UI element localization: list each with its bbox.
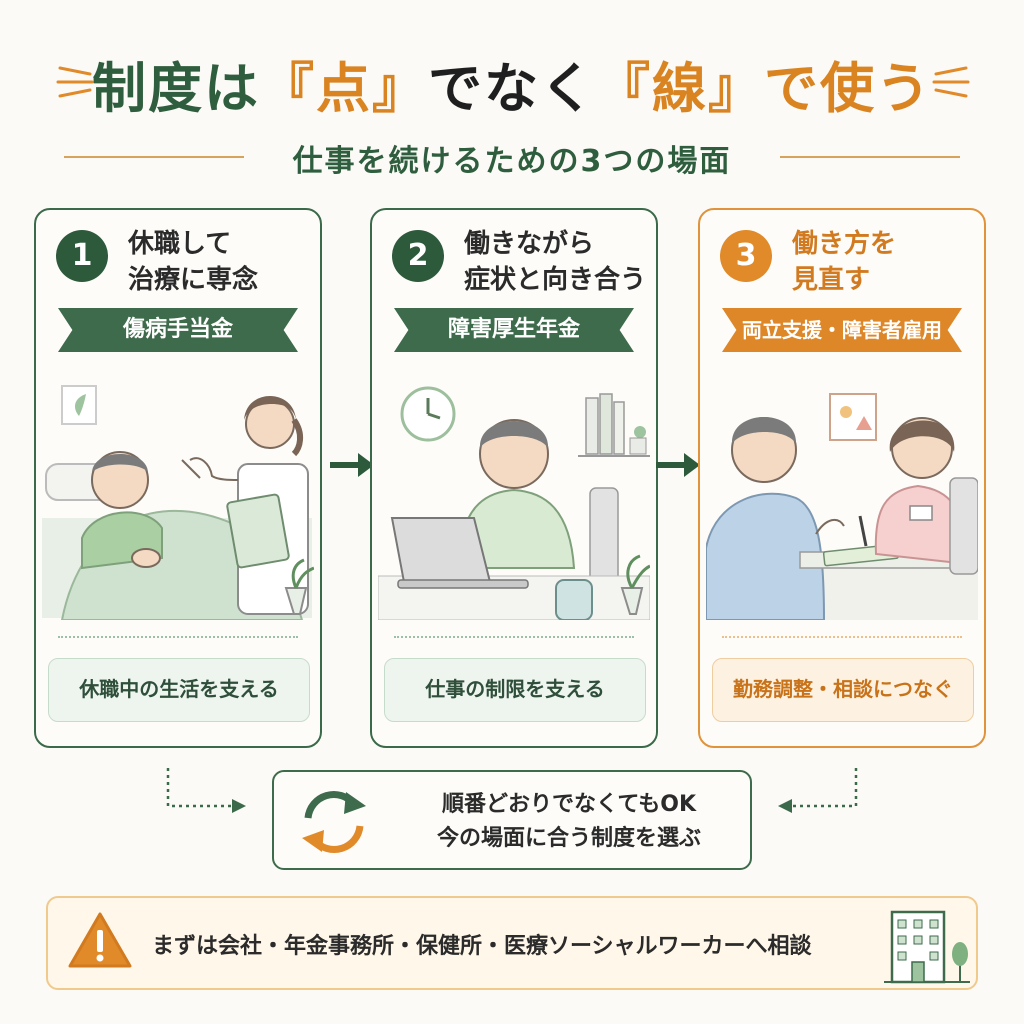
man-at-laptop-illustration-icon (378, 386, 650, 620)
title-part: で使う (764, 57, 932, 120)
scene-card-1: 1 休職して 治療に専念 傷病手当金 休職中の生活を支える (34, 208, 322, 748)
flexible-order-text: 順番どおりでなくてもOK 今の場面に合う制度を選ぶ (394, 788, 744, 856)
step-number-badge: 3 (720, 230, 772, 282)
card-divider (722, 636, 962, 638)
subtitle-rule-right (780, 156, 960, 158)
notice-text: まずは会社・年金事務所・保健所・医療ソーシャルワーカーへ相談 (152, 934, 812, 959)
card-title-line: 症状と向き合う (464, 265, 647, 295)
right-arrow-icon (330, 453, 374, 477)
card-title-line: 働きながら (464, 229, 595, 259)
system-ribbon: 両立支援・障害者雇用 (722, 308, 962, 352)
step-number-badge: 2 (392, 230, 444, 282)
card-footer-box: 仕事の制限を支える (384, 658, 646, 722)
patient-in-bed-illustration-icon (42, 385, 314, 620)
consultation-notice: まずは会社・年金事務所・保健所・医療ソーシャルワーカーへ相談 (46, 896, 978, 990)
scene-card-3: 3 働き方を 見直す 両立支援・障害者雇用 勤務調整・相談につなぐ (698, 208, 986, 748)
card-title: 働き方を 見直す (792, 226, 982, 298)
title-part: 『点』 (260, 57, 428, 120)
system-ribbon: 傷病手当金 (58, 308, 298, 352)
flexible-order-line: 順番どおりでなくてもOK (442, 792, 696, 817)
title-part: 制度は (92, 57, 260, 120)
right-arrow-icon (656, 453, 700, 477)
page-title: 制度は『点』でなく『線』で使う (0, 44, 1024, 123)
dotted-arrow-left-icon (166, 768, 246, 813)
title-part: 『線』 (596, 57, 764, 120)
dotted-arrow-right-icon (778, 768, 858, 813)
card-footer-box: 勤務調整・相談につなぐ (712, 658, 974, 722)
card-title-line: 休職して (128, 229, 232, 259)
warning-icon (68, 912, 132, 968)
flexible-order-box: 順番どおりでなくてもOK 今の場面に合う制度を選ぶ (272, 770, 752, 870)
step-number-badge: 1 (56, 230, 108, 282)
subtitle-rule-left (64, 156, 244, 158)
cycle-arrows-icon (302, 791, 366, 853)
card-title: 働きながら 症状と向き合う (464, 226, 654, 298)
page-subtitle: 仕事を続けるための3つの場面 (292, 144, 732, 179)
flexible-order-line: 今の場面に合う制度を選ぶ (436, 826, 701, 851)
card-footer-box: 休職中の生活を支える (48, 658, 310, 722)
card-divider (58, 636, 298, 638)
consultation-illustration-icon (706, 393, 978, 620)
title-dashes-left-icon (56, 66, 94, 98)
title-part: でなく (428, 57, 596, 120)
card-title-line: 見直す (792, 265, 871, 295)
building-icon (884, 910, 970, 984)
card-divider (394, 636, 634, 638)
card-title-line: 働き方を (792, 229, 897, 259)
card-title: 休職して 治療に専念 (128, 226, 318, 298)
title-dashes-right-icon (932, 66, 970, 98)
system-ribbon: 障害厚生年金 (394, 308, 634, 352)
card-title-line: 治療に専念 (128, 265, 259, 295)
scene-card-2: 2 働きながら 症状と向き合う 障害厚生年金 仕事の制限を支える (370, 208, 658, 748)
